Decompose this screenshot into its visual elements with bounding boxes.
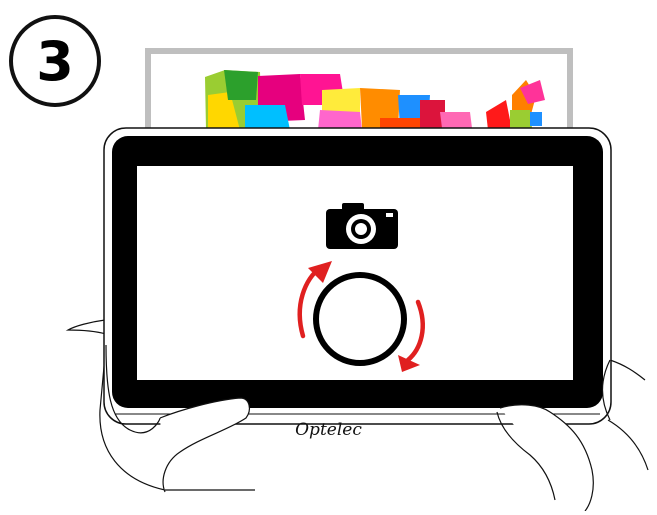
camera-icon[interactable] <box>326 203 398 249</box>
left-hand-fingers <box>68 320 106 334</box>
brand-label: Optelec <box>0 420 657 440</box>
step-number: 3 <box>9 15 101 107</box>
